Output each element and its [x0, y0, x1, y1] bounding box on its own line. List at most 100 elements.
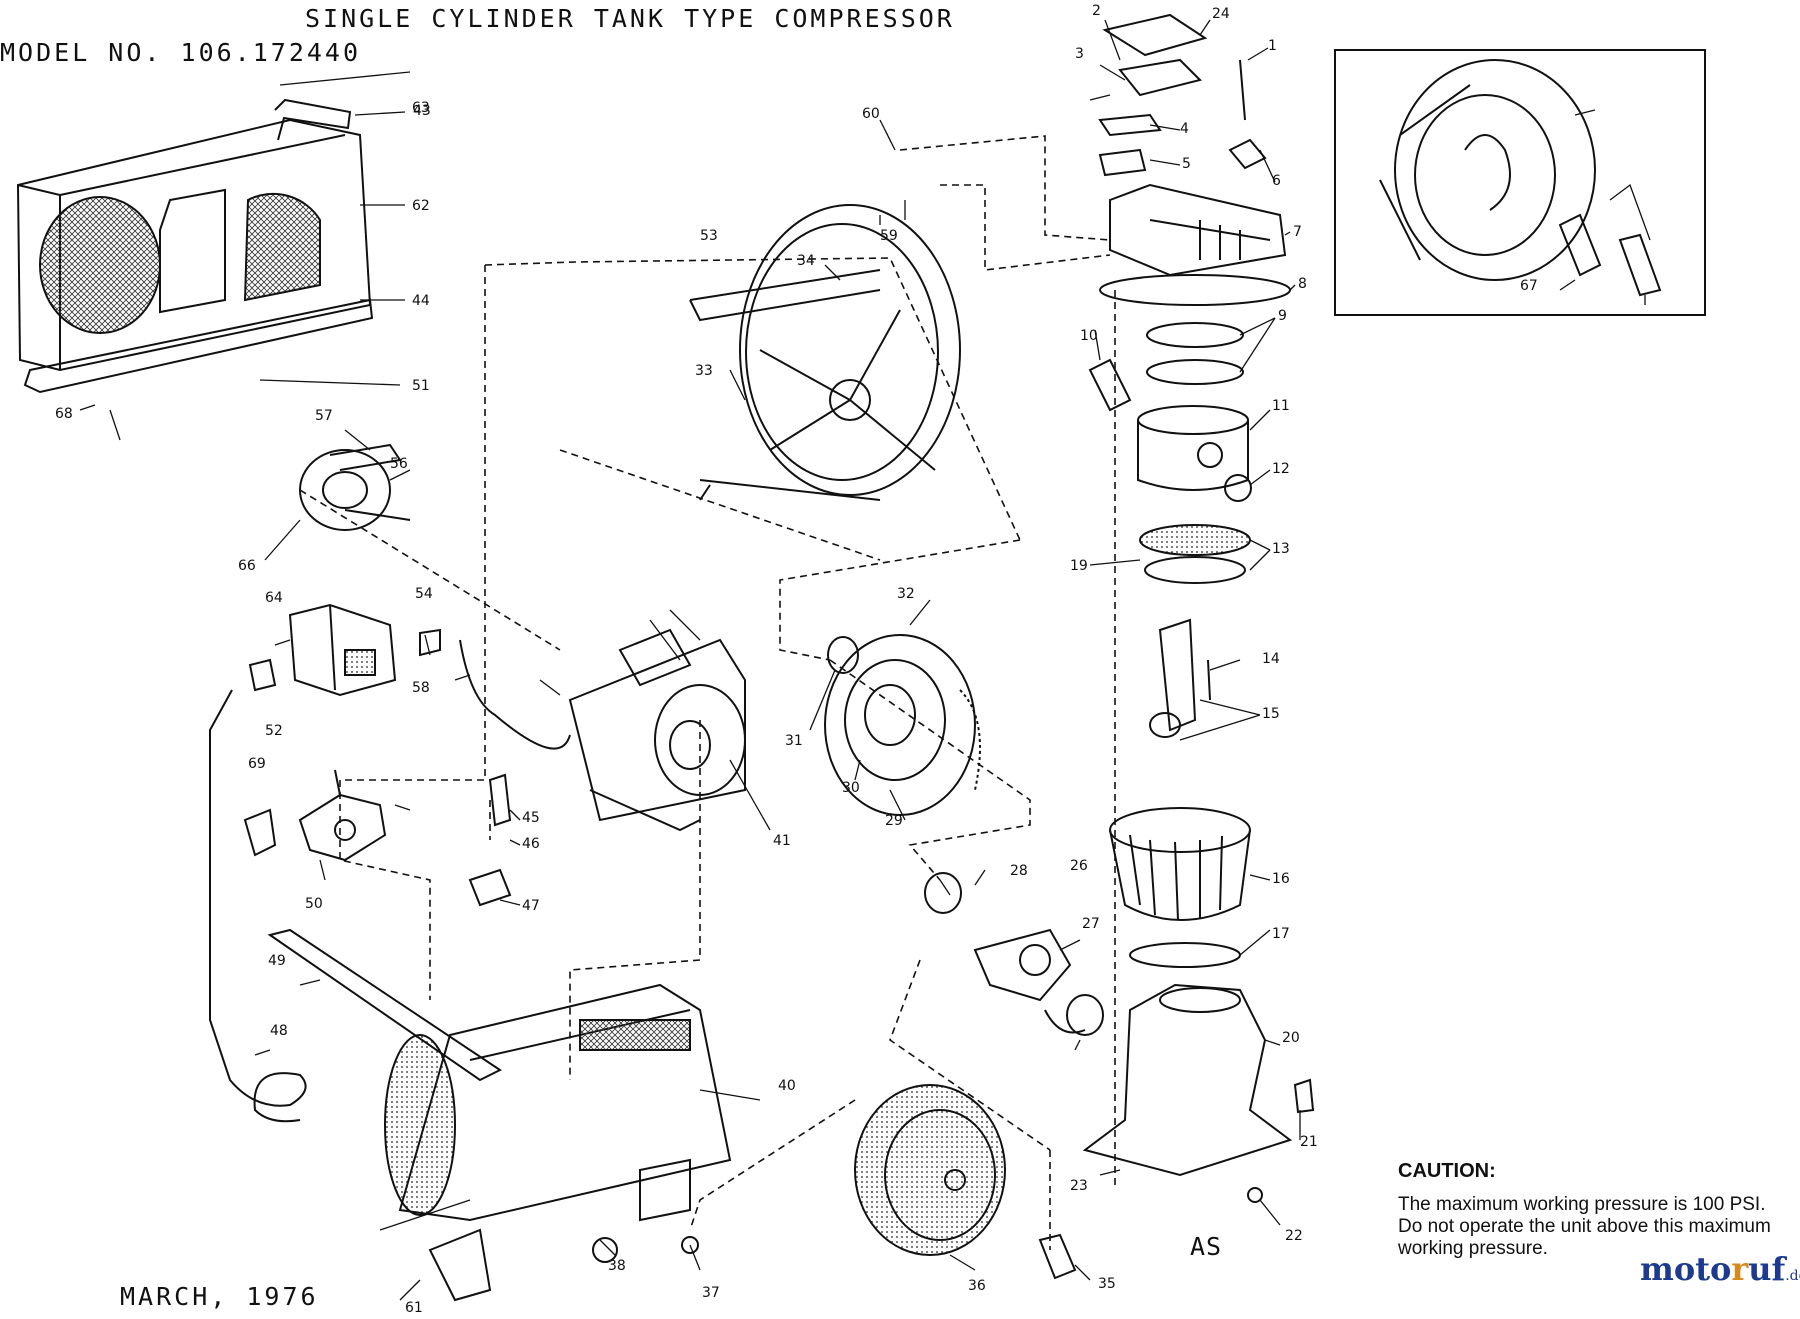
bearing-31 — [827, 636, 859, 674]
callout-66: 66 — [238, 558, 256, 574]
inset-valve-5 — [1618, 233, 1662, 297]
guard-base-plate — [23, 298, 374, 394]
valve-4 — [1098, 113, 1162, 137]
revision-date: MARCH, 1976 — [120, 1282, 319, 1311]
callout-67: 67 — [1520, 278, 1538, 294]
cylinder-head — [1109, 183, 1287, 277]
callout-28: 28 — [1010, 863, 1028, 879]
callout-59: 59 — [880, 228, 898, 244]
callout-29: 29 — [885, 813, 903, 829]
safety-valve — [488, 773, 512, 827]
callout-54: 54 — [415, 586, 433, 602]
drain-fitting — [468, 868, 512, 907]
callout-13: 13 — [1272, 541, 1290, 557]
piston-ring-9b — [1146, 359, 1244, 385]
callout-37: 37 — [702, 1285, 720, 1301]
valve-38 — [592, 1237, 618, 1263]
callout-16: 16 — [1272, 871, 1290, 887]
callout-3: 3 — [1075, 46, 1084, 62]
callout-2: 2 — [1092, 3, 1101, 19]
ring-19 — [1144, 556, 1246, 584]
callout-34: 34 — [797, 253, 815, 269]
callout-61: 61 — [405, 1300, 423, 1316]
callout-14: 14 — [1262, 651, 1280, 667]
flywheel-pulley — [689, 204, 961, 501]
callout-19: 19 — [1070, 558, 1088, 574]
watermark-logo: motoruf.de — [1640, 1250, 1800, 1288]
model-number: MODEL NO. 106.172440 — [0, 38, 362, 67]
callout-43: 43 — [413, 103, 431, 119]
callout-8: 8 — [1298, 276, 1307, 292]
watermark-part2: r — [1731, 1250, 1749, 1288]
caution-note: CAUTION: The maximum working pressure is… — [1398, 1160, 1788, 1260]
gasket-17 — [1129, 942, 1241, 968]
watermark-part3: uf — [1748, 1250, 1786, 1288]
piston-11 — [1137, 405, 1249, 491]
callout-26: 26 — [1070, 858, 1088, 874]
callout-47: 47 — [522, 898, 540, 914]
callout-69: 69 — [248, 756, 266, 772]
callout-20: 20 — [1282, 1030, 1300, 1046]
piston-ring-9a — [1146, 322, 1244, 348]
drain-22 — [1247, 1187, 1263, 1203]
bearing-25 — [924, 872, 962, 914]
valve-6 — [1228, 138, 1267, 170]
bearing-26 — [1066, 994, 1104, 1036]
connecting-rod — [1149, 618, 1197, 738]
callout-11: 11 — [1272, 398, 1290, 414]
callout-1: 1 — [1268, 38, 1277, 54]
gasket-3 — [1118, 58, 1202, 97]
callout-49: 49 — [268, 953, 286, 969]
drawing-mark: AS — [1190, 1232, 1223, 1261]
callout-36: 36 — [968, 1278, 986, 1294]
callout-15: 15 — [1262, 706, 1280, 722]
callout-40: 40 — [778, 1078, 796, 1094]
inset-valve-6 — [1558, 213, 1602, 277]
callout-44: 44 — [412, 293, 430, 309]
rod-bolt-14 — [1207, 659, 1211, 701]
callout-9: 9 — [1278, 308, 1287, 324]
air-tank — [384, 983, 732, 1302]
callout-60: 60 — [862, 106, 880, 122]
callout-68: 68 — [55, 406, 73, 422]
plug-21 — [1293, 1078, 1315, 1114]
callout-21: 21 — [1300, 1134, 1318, 1150]
motor-cord — [459, 639, 571, 750]
callout-7: 7 — [1293, 224, 1302, 240]
bolt-1 — [1239, 59, 1246, 121]
callout-58: 58 — [412, 680, 430, 696]
callout-41: 41 — [773, 833, 791, 849]
callout-27: 27 — [1082, 916, 1100, 932]
belt-guard-shroud — [16, 118, 374, 394]
callout-57: 57 — [315, 408, 333, 424]
callout-46: 46 — [522, 836, 540, 852]
crank-flywheel — [824, 634, 981, 816]
callout-35: 35 — [1098, 1276, 1116, 1292]
check-valve — [298, 769, 387, 862]
crankshaft — [973, 928, 1086, 1034]
crankcase-20 — [1082, 983, 1293, 1177]
callout-17: 17 — [1272, 926, 1290, 942]
ring-13 — [1139, 524, 1251, 556]
strain-relief — [419, 628, 441, 657]
callout-labels: 1234567891011121314151617192021222324262… — [55, 3, 1538, 1316]
caution-heading: CAUTION: — [1398, 1160, 1496, 1182]
callout-63: 63 — [412, 100, 430, 116]
callout-22: 22 — [1285, 1228, 1303, 1244]
callout-50: 50 — [305, 896, 323, 912]
watermark-part1: moto — [1640, 1250, 1732, 1288]
retainer-12 — [1224, 474, 1252, 502]
cylinder-16 — [1109, 807, 1251, 921]
valve-plate-2 — [1102, 13, 1208, 57]
callout-52: 52 — [265, 723, 283, 739]
motor-pulley — [299, 443, 411, 531]
callout-48: 48 — [270, 1023, 288, 1039]
callout-12: 12 — [1272, 461, 1290, 477]
inset-frame — [1334, 49, 1706, 316]
inset-cylinder-head — [1379, 59, 1596, 281]
callout-62: 62 — [412, 198, 430, 214]
callout-53: 53 — [700, 228, 718, 244]
valve-5 — [1098, 148, 1147, 177]
switch-knob — [248, 658, 277, 692]
